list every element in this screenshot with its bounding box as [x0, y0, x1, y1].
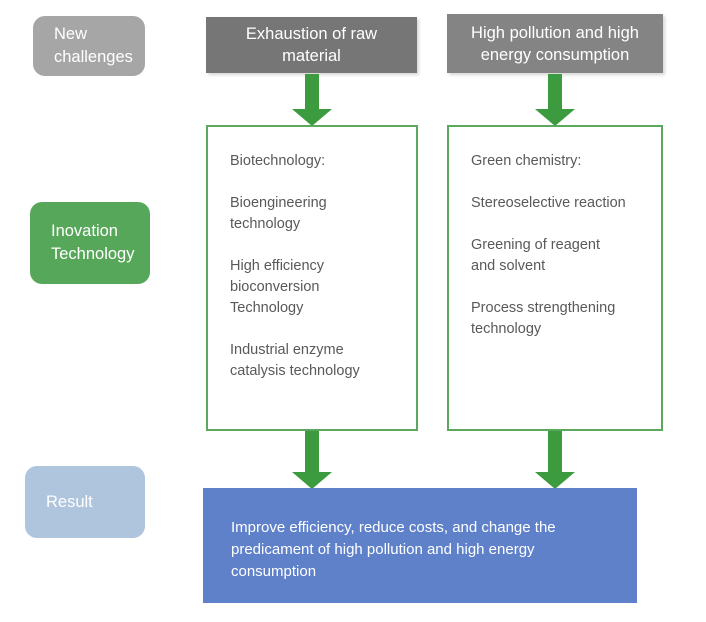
row-label-new-challenges-text: New challenges [54, 25, 133, 66]
row-label-new-challenges: New challenges [33, 16, 145, 76]
arrow-head [292, 109, 332, 126]
technology-item: High efficiency bioconversion Technology [230, 258, 325, 316]
arrow-down-icon-challenge-to-tech-left [292, 74, 332, 126]
arrow-shaft [305, 431, 319, 472]
technology-item: Greening of reagent and solvent [471, 237, 600, 274]
challenge-box-exhaustion-label: Exhaustion of raw material [245, 25, 378, 65]
result-box: Improve efficiency, reduce costs, and ch… [203, 488, 637, 603]
technology-item: Industrial enzyme catalysis technology [230, 342, 360, 379]
technology-box-biotechnology: Biotechnology: Bioengineering technology… [206, 125, 418, 431]
challenge-box-high-pollution-and-high-energy-consumption: High pollution and high energy consumpti… [447, 14, 663, 73]
technology-item: Stereoselective reaction [471, 195, 626, 211]
arrow-down-icon-tech-to-result-left [292, 431, 332, 489]
arrow-shaft [305, 74, 319, 109]
row-label-inovation-technology-text: Inovation Technology [51, 222, 135, 263]
challenge-box-pollution-label: High pollution and high energy consumpti… [471, 23, 639, 64]
row-label-result: Result [25, 466, 145, 538]
arrow-head [535, 109, 575, 126]
challenge-box-exhaustion-of-raw-material: Exhaustion of raw material [206, 17, 417, 73]
arrow-shaft [548, 431, 562, 472]
arrow-head [535, 472, 575, 489]
row-label-result-text: Result [46, 492, 93, 511]
technology-heading: Green chemistry: [471, 153, 582, 169]
technology-box-green-chemistry: Green chemistry: Stereoselective reactio… [447, 125, 663, 431]
row-label-inovation-technology: Inovation Technology [30, 202, 150, 284]
arrow-down-icon-challenge-to-tech-right [535, 74, 575, 126]
technology-item: Process strengthening technology [471, 300, 616, 337]
arrow-down-icon-tech-to-result-right [535, 431, 575, 489]
result-box-text: Improve efficiency, reduce costs, and ch… [231, 519, 556, 580]
technology-heading: Biotechnology: [230, 153, 326, 169]
arrow-shaft [548, 74, 562, 109]
technology-item: Bioengineering technology [230, 195, 327, 232]
arrow-head [292, 472, 332, 489]
